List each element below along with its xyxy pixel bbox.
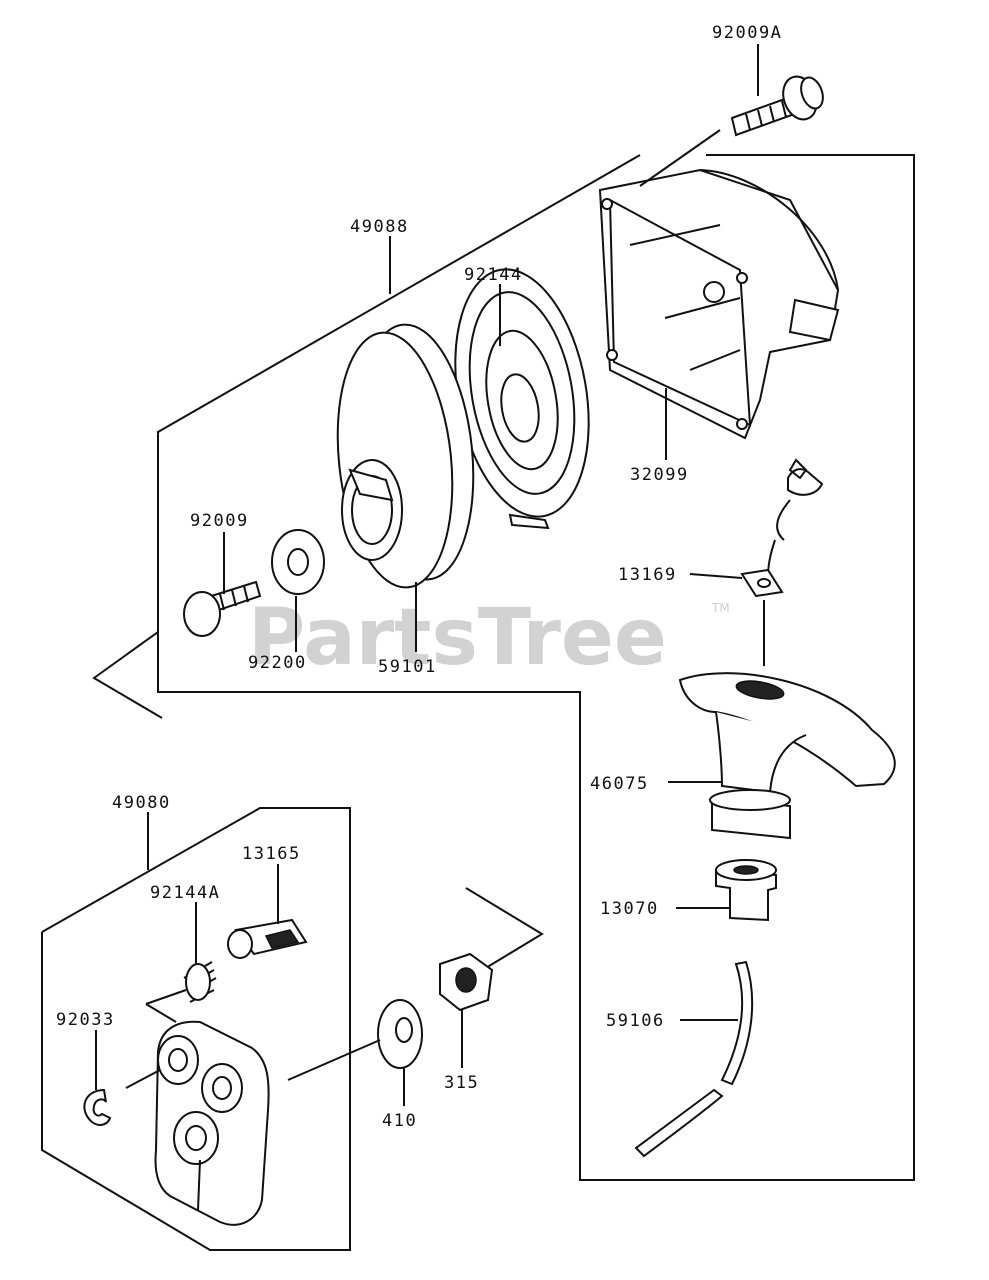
label-92144[interactable]: 92144: [464, 265, 523, 285]
label-92009A[interactable]: 92009A: [712, 23, 782, 43]
part-92200-washer[interactable]: [271, 529, 325, 595]
part-32099-housing[interactable]: [598, 168, 840, 440]
label-59106[interactable]: 59106: [606, 1011, 665, 1031]
part-13165-pawl[interactable]: [227, 918, 308, 959]
part-49080-reel[interactable]: [154, 1020, 270, 1226]
label-13165[interactable]: 13165: [242, 844, 301, 864]
watermark-tm: TM: [711, 601, 730, 615]
part-92009A-bolt[interactable]: [730, 72, 827, 137]
label-315[interactable]: 315: [444, 1073, 479, 1093]
part-59101-pulley[interactable]: [326, 319, 485, 593]
watermark: PartsTree TM: [248, 593, 730, 683]
part-59106-rope[interactable]: [634, 960, 754, 1158]
label-13070[interactable]: 13070: [600, 899, 659, 919]
watermark-text: PartsTree: [248, 593, 667, 683]
label-59101[interactable]: 59101: [378, 657, 437, 677]
assembly-outline-49088: [92, 154, 915, 1181]
label-49088[interactable]: 49088: [350, 217, 409, 237]
part-92144-spring[interactable]: [437, 259, 606, 530]
label-92009[interactable]: 92009: [190, 511, 249, 531]
label-46075[interactable]: 46075: [590, 774, 649, 794]
label-410[interactable]: 410: [382, 1111, 417, 1131]
label-32099[interactable]: 32099: [630, 465, 689, 485]
part-13169-plate[interactable]: [740, 458, 824, 666]
label-92200[interactable]: 92200: [248, 653, 307, 673]
part-92144A-spring[interactable]: [183, 961, 217, 1003]
assembly-outline-49080: [41, 807, 544, 1251]
leader-lines: [95, 44, 759, 1106]
part-46075-handle[interactable]: [678, 672, 896, 840]
part-315-nut[interactable]: [439, 952, 494, 1012]
part-410-washer[interactable]: [377, 999, 423, 1069]
label-49080[interactable]: 49080: [112, 793, 171, 813]
part-labels: 92009A 49088 92144 32099 92009 13169 922…: [56, 23, 782, 1131]
part-13070-bushing[interactable]: [715, 859, 777, 922]
label-92144A[interactable]: 92144A: [150, 883, 220, 903]
label-92033[interactable]: 92033: [56, 1010, 115, 1030]
part-92033-clip[interactable]: [83, 1088, 112, 1126]
label-13169[interactable]: 13169: [618, 565, 677, 585]
part-92009-screw[interactable]: [183, 580, 262, 637]
